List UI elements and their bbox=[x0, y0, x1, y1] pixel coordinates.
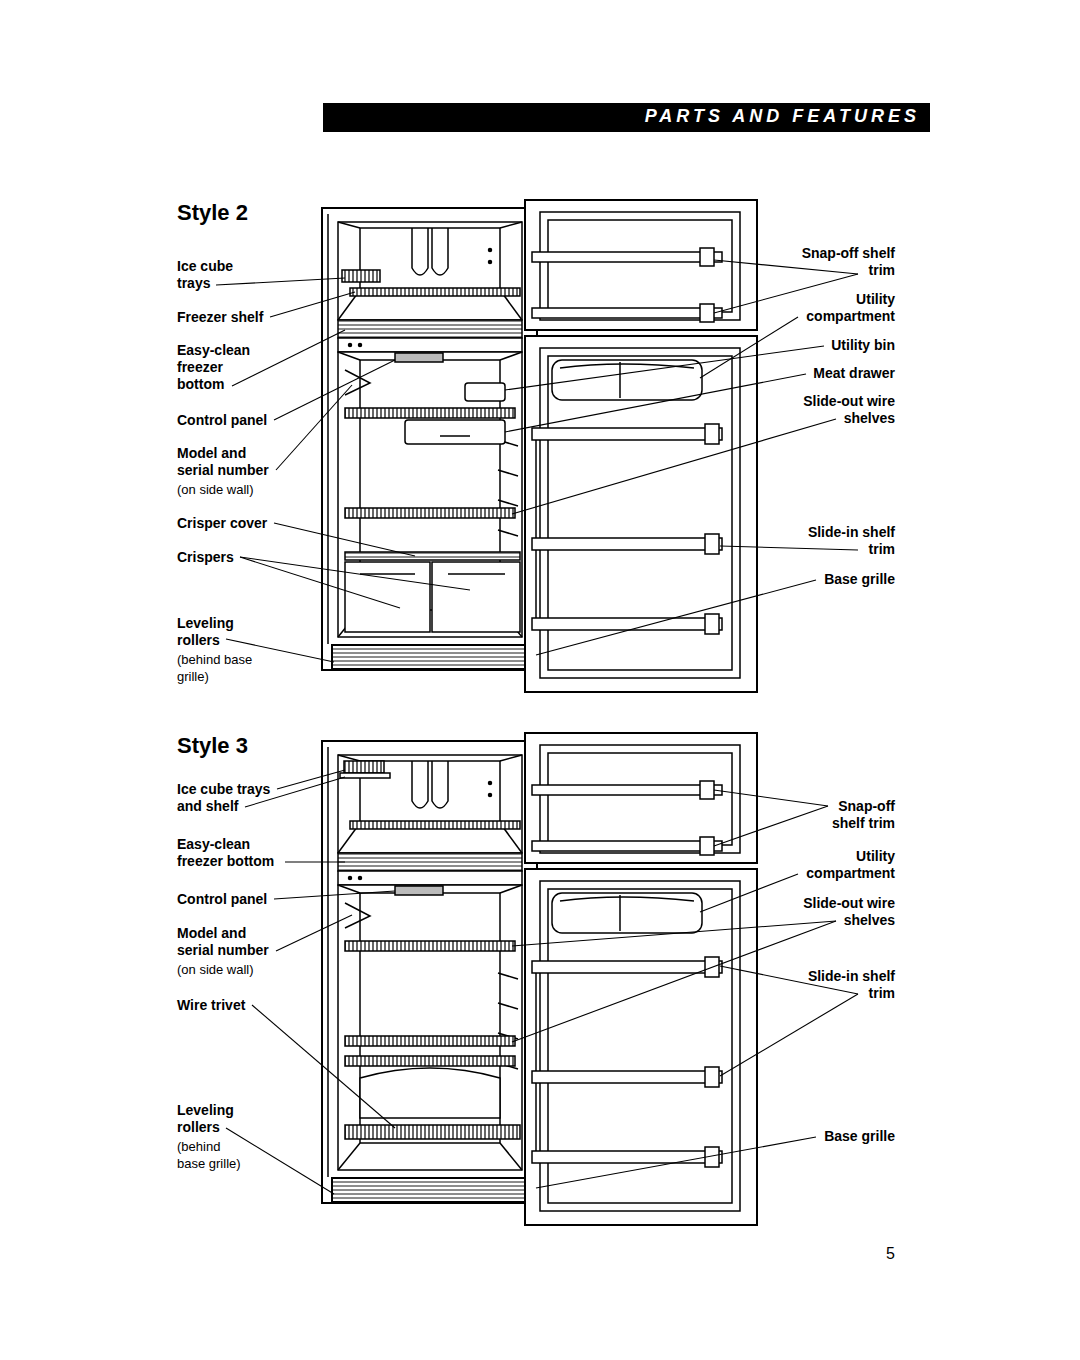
part-label: Wire trivet bbox=[177, 997, 297, 1014]
part-label: Leveling rollers bbox=[177, 615, 247, 649]
part-label: Meat drawer bbox=[785, 365, 895, 382]
part-label: Model and serial number bbox=[177, 925, 277, 959]
part-label: Base grille bbox=[785, 1128, 895, 1145]
leader-lines bbox=[216, 260, 858, 1194]
style-heading: Style 2 bbox=[177, 200, 297, 226]
part-label: Utility compartment bbox=[795, 848, 895, 882]
header-band: PARTS AND FEATURES bbox=[323, 103, 930, 132]
part-label: Crispers bbox=[177, 549, 307, 566]
note-text: (behind base grille) bbox=[177, 1138, 249, 1172]
part-label: Slide-in shelf trim bbox=[785, 968, 895, 1002]
page-number: 5 bbox=[865, 1245, 895, 1262]
part-label: Slide-out wire shelves bbox=[785, 393, 895, 427]
part-label: Utility bin bbox=[785, 337, 895, 354]
section-title: PARTS AND FEATURES bbox=[323, 103, 930, 130]
part-label: Snap-off shelf trim bbox=[815, 798, 895, 832]
part-label: Ice cube trays and shelf bbox=[177, 781, 292, 815]
note-text: (on side wall) bbox=[177, 961, 287, 978]
part-label: Control panel bbox=[177, 412, 307, 429]
part-label: Model and serial number bbox=[177, 445, 277, 479]
part-label: Base grille bbox=[785, 571, 895, 588]
part-label: Ice cube trays bbox=[177, 258, 252, 292]
part-label: Utility compartment bbox=[795, 291, 895, 325]
style-heading: Style 3 bbox=[177, 733, 297, 759]
note-text: (behind base grille) bbox=[177, 651, 272, 685]
part-label: Control panel bbox=[177, 891, 307, 908]
part-label: Crisper cover bbox=[177, 515, 307, 532]
note-text: (on side wall) bbox=[177, 481, 287, 498]
part-label: Snap-off shelf trim bbox=[785, 245, 895, 279]
part-label: Easy-clean freezer bottom bbox=[177, 342, 267, 393]
part-label: Slide-in shelf trim bbox=[785, 524, 895, 558]
part-label: Freezer shelf bbox=[177, 309, 307, 326]
part-label: Slide-out wire shelves bbox=[785, 895, 895, 929]
part-label: Leveling rollers bbox=[177, 1102, 247, 1136]
part-label: Easy-clean freezer bottom bbox=[177, 836, 297, 870]
